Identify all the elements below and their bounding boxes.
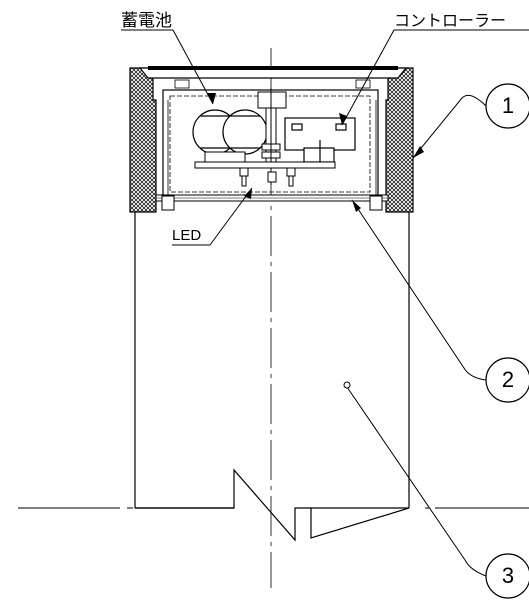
- controller-unit: [284, 117, 356, 165]
- controller-label-group: コントローラー: [339, 11, 529, 126]
- callout-3-number: 3: [502, 563, 514, 588]
- pole: [134, 210, 410, 542]
- controller-label: コントローラー: [394, 11, 506, 30]
- battery-label: 蓄電池: [121, 11, 172, 31]
- callout-2-number: 2: [502, 367, 514, 392]
- led-label: LED: [172, 227, 201, 244]
- light-housing: [129, 66, 414, 213]
- callout-3: 3: [343, 381, 529, 599]
- led-label-group: LED: [172, 187, 253, 246]
- callout-1: 1: [412, 83, 529, 159]
- battery-unit: [192, 109, 268, 163]
- callout-2: 2: [351, 199, 529, 403]
- battery-label-group: 蓄電池: [121, 11, 216, 105]
- center-bracket: [257, 88, 287, 185]
- led-board: [194, 161, 336, 187]
- callout-1-number: 1: [502, 93, 514, 118]
